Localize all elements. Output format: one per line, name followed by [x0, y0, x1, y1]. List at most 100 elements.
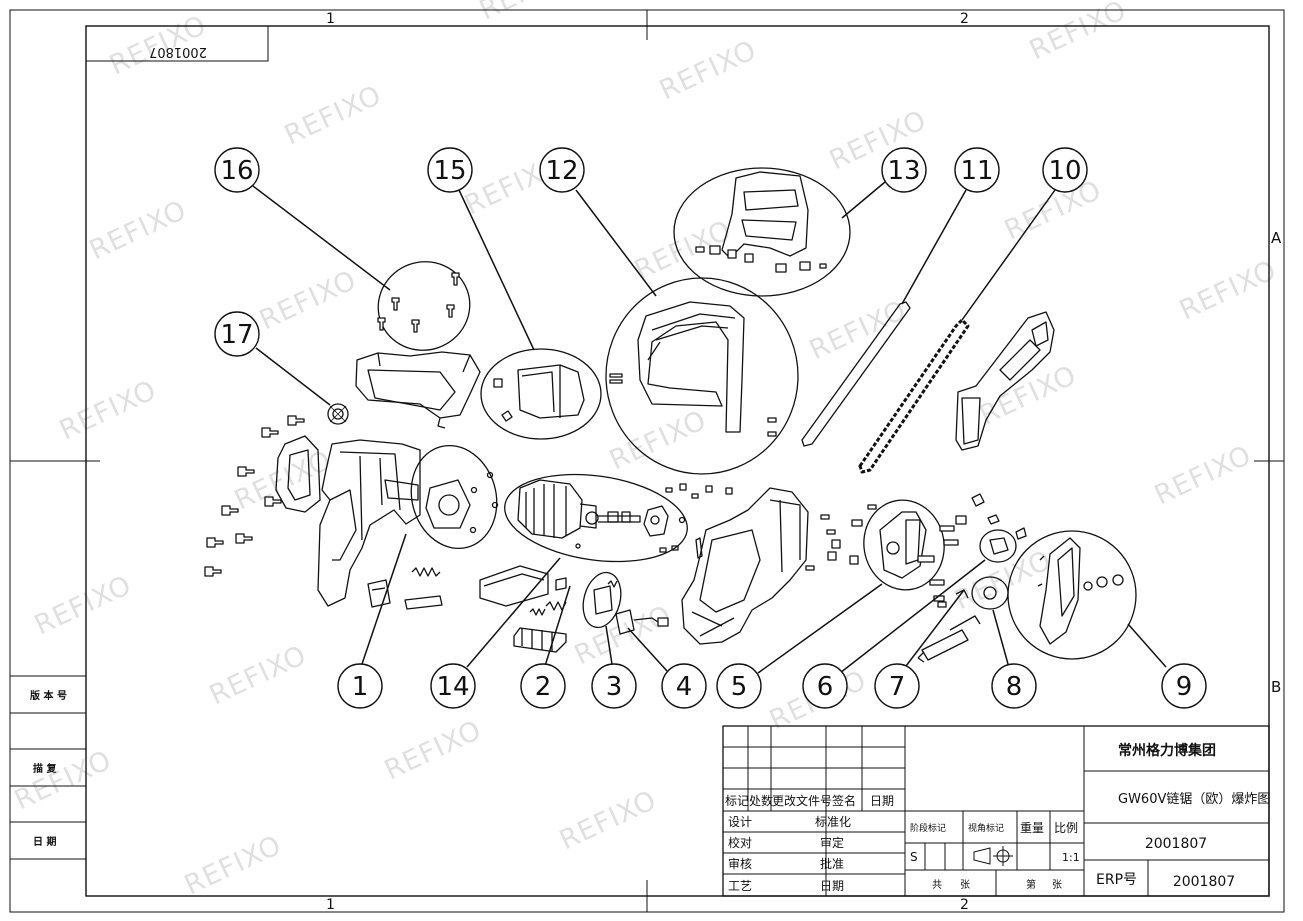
- watermark: REFIXO: [655, 35, 762, 107]
- zone-col-label: 1: [326, 11, 335, 27]
- chain-10: [858, 318, 970, 474]
- leader-lines: [252, 181, 1167, 674]
- callouts: 1 2 3 4 5 6 7 8 9 10 11 12 13 14 15: [214, 147, 1207, 709]
- spring-small: [411, 567, 441, 577]
- watermark: REFIXO: [55, 375, 162, 447]
- svg-text:3: 3: [606, 672, 623, 702]
- signoff-approve-final: 审定: [820, 835, 844, 850]
- wrench-7: [917, 589, 981, 663]
- parts: [204, 167, 1137, 663]
- zone-row-label: B: [1271, 678, 1281, 696]
- company-name: 常州格力博集团: [1118, 742, 1216, 759]
- callout-balloon: 1: [337, 663, 383, 709]
- terminal-2: [513, 577, 567, 653]
- stamp-number: 2001807: [149, 44, 207, 59]
- revision-header: 标记: [725, 794, 749, 808]
- signoff-standard: 标准化: [815, 815, 851, 829]
- view-label: 视角标记: [968, 822, 1004, 834]
- watermark: REFIXO: [1175, 255, 1282, 327]
- callout-balloon: 10: [1042, 147, 1088, 193]
- sheet-border: [9, 9, 1285, 913]
- switch-module-3: [582, 571, 622, 629]
- svg-text:17: 17: [220, 320, 253, 350]
- tensioner-group-9: [1007, 530, 1137, 660]
- watermark: REFIXO: [10, 745, 117, 817]
- sheets-unit-label: 张: [960, 879, 970, 891]
- screws-group-16: [377, 261, 471, 351]
- watermark: REFIXO: [805, 295, 912, 367]
- erp-value: 2001807: [1173, 874, 1235, 890]
- side-plate: [275, 435, 321, 513]
- pcb-plate: [479, 565, 549, 607]
- left-screws: [204, 415, 305, 577]
- sprocket-group-6: [979, 529, 1017, 563]
- total-sheets-label: 共: [932, 879, 942, 891]
- svg-text:12: 12: [545, 156, 578, 186]
- stage-label: 阶段标记: [910, 822, 946, 834]
- weight-label: 重量: [1020, 821, 1044, 835]
- callout-balloon: 4: [661, 663, 707, 709]
- signoff-design: 设计: [728, 815, 752, 829]
- revision-header: 处数: [749, 793, 773, 808]
- callout-balloon: 9: [1161, 663, 1207, 709]
- svg-text:10: 10: [1048, 156, 1081, 186]
- signoff-process: 工艺: [728, 879, 752, 893]
- svg-text:9: 9: [1176, 672, 1193, 702]
- top-cover: [355, 351, 481, 429]
- micro-switch-4: [615, 609, 669, 635]
- watermark: REFIXO: [1150, 440, 1257, 512]
- right-screws: [805, 504, 877, 571]
- watermark: REFIXO: [605, 405, 712, 477]
- watermark: REFIXO: [380, 715, 487, 787]
- watermark-layer: REFIXO REFIXO REFIXO REFIXO REFIXO REFIX…: [10, 0, 1282, 901]
- revision-header: 签名: [832, 793, 856, 808]
- guide-bar-11: [801, 301, 911, 447]
- signoff-date: 日期: [820, 879, 844, 893]
- erp-label: ERP号: [1096, 872, 1137, 888]
- bearing-group-1: [410, 444, 499, 550]
- rear-handle-group-13: [673, 167, 851, 297]
- callout-balloon: 12: [539, 147, 585, 193]
- watermark: REFIXO: [230, 445, 337, 517]
- svg-text:13: 13: [887, 156, 920, 186]
- revision-header: 日期: [870, 794, 894, 808]
- callout-balloon: 5: [716, 663, 762, 709]
- callout-balloon: 6: [802, 663, 848, 709]
- drawing-number: 2001807: [1145, 836, 1207, 852]
- watermark: REFIXO: [570, 600, 677, 672]
- zone-labels: 1 2 1 2 A B: [326, 11, 1282, 913]
- callout-balloon: 11: [954, 147, 1000, 193]
- svg-text:14: 14: [436, 672, 469, 702]
- watermark: REFIXO: [30, 570, 137, 642]
- handle-group-12: [605, 277, 799, 475]
- callout-balloon: 13: [881, 147, 927, 193]
- watermark: REFIXO: [180, 830, 287, 902]
- svg-text:4: 4: [676, 672, 693, 702]
- svg-text:5: 5: [731, 672, 748, 702]
- zone-row-label: A: [1271, 229, 1282, 247]
- callout-balloon: 17: [214, 311, 260, 357]
- scale-value: 1:1: [1062, 851, 1080, 864]
- sheet-number-label: 第: [1026, 878, 1036, 891]
- watermark: REFIXO: [975, 360, 1082, 432]
- zone-col-label: 2: [960, 11, 969, 27]
- pin: [404, 595, 443, 610]
- svg-text:6: 6: [817, 672, 834, 702]
- watermark: REFIXO: [555, 785, 662, 857]
- callout-balloon: 3: [591, 663, 637, 709]
- right-housing: [681, 487, 809, 645]
- watermark: REFIXO: [205, 640, 312, 712]
- svg-text:7: 7: [889, 672, 906, 702]
- watermark: REFIXO: [280, 80, 387, 152]
- svg-text:1: 1: [352, 672, 369, 702]
- svg-text:2: 2: [535, 672, 552, 702]
- left-housing: [317, 439, 421, 607]
- copy-label: 描 复: [33, 762, 57, 775]
- sheets-unit-label: 张: [1052, 879, 1062, 891]
- callout-balloon: 15: [427, 147, 473, 193]
- chain-cover: [955, 311, 1055, 451]
- callout-balloon: 2: [520, 663, 566, 709]
- signoff-review: 审核: [728, 856, 752, 871]
- signoff-check: 校对: [728, 835, 752, 850]
